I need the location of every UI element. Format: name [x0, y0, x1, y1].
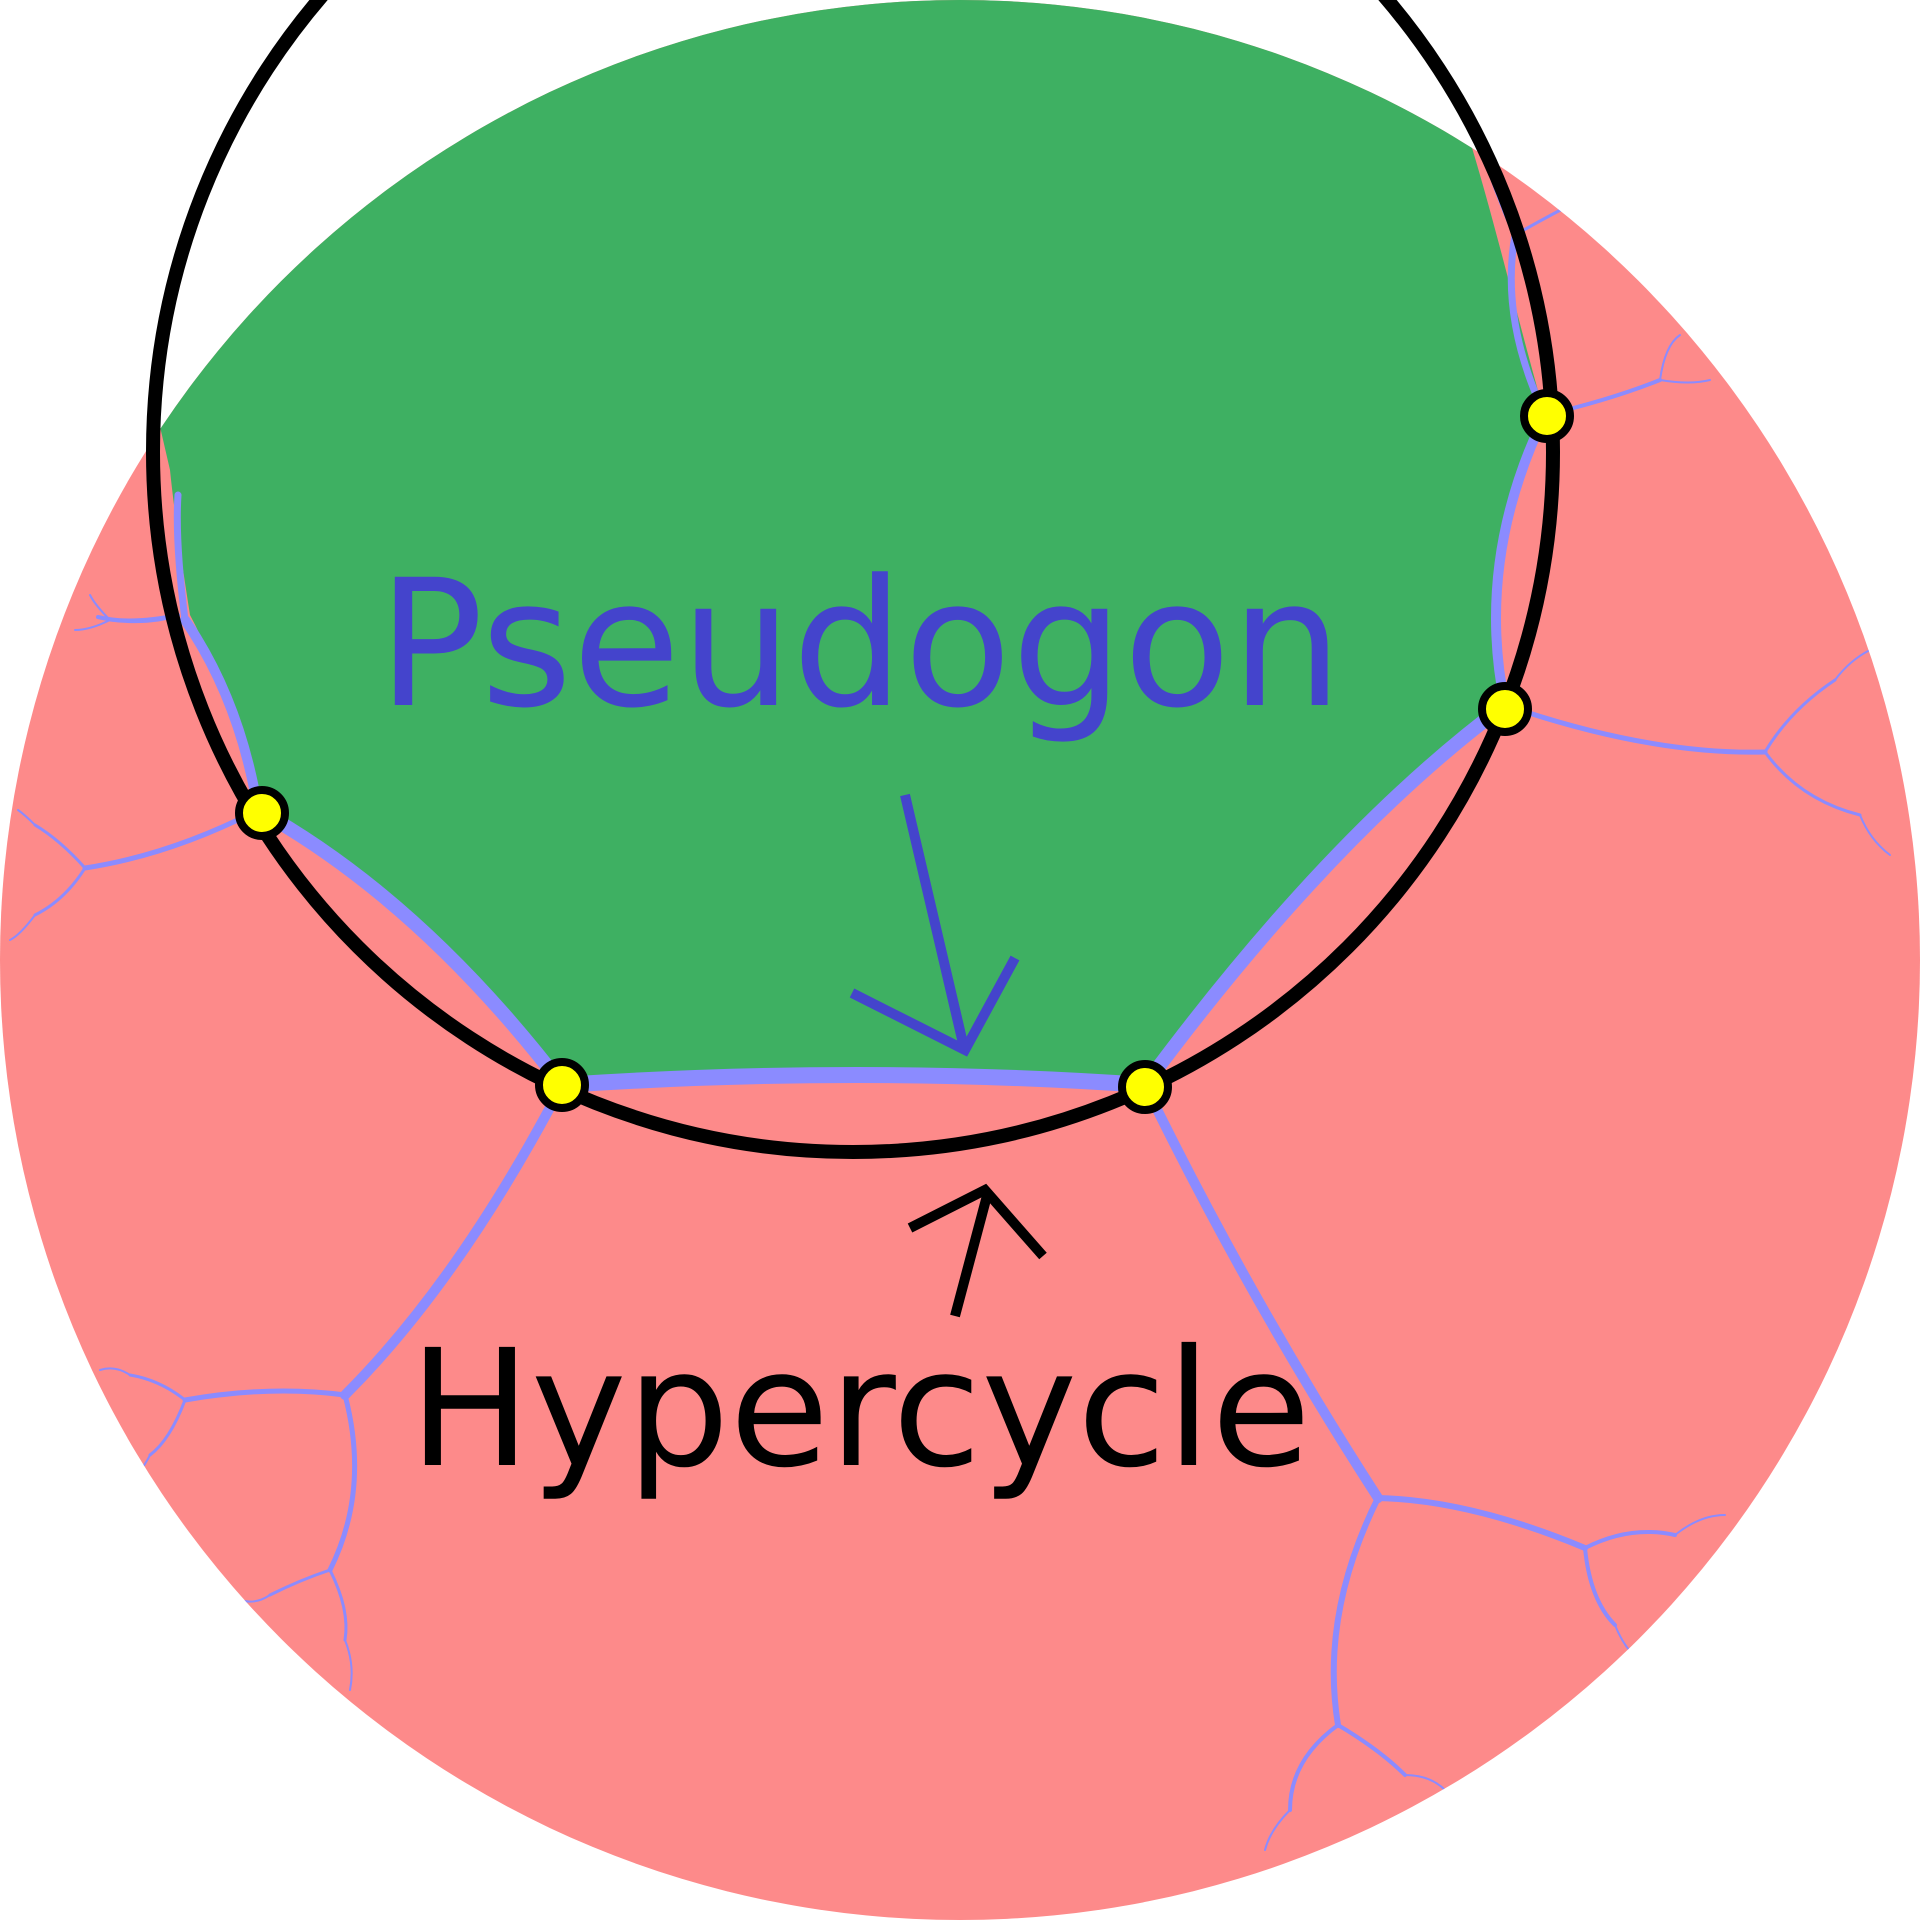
pseudogon-label: Pseudogon [378, 542, 1343, 747]
vertex-point [1478, 682, 1532, 736]
pseudogon-far-right-edge [1491, 410, 1550, 710]
vertex-point [1118, 1060, 1172, 1114]
arrow-down-icon [849, 793, 1020, 1057]
vertex-point [1520, 389, 1574, 443]
pseudogon-region [140, 0, 1545, 1085]
pseudogon-bottom-edge [554, 1067, 1153, 1093]
arrow-up-icon [907, 1183, 1047, 1318]
pseudogon-left-edge [251, 803, 569, 1092]
pseudogon-far-left-edge [180, 615, 263, 815]
hypercycle-curve [146, 0, 1560, 1159]
vertex-point [535, 1058, 589, 1112]
pseudogon-right-edge [1138, 698, 1512, 1092]
vertex-point [235, 786, 289, 840]
vertex-points [235, 389, 1574, 1114]
hypercycle-label: Hypercycle [409, 1316, 1311, 1504]
